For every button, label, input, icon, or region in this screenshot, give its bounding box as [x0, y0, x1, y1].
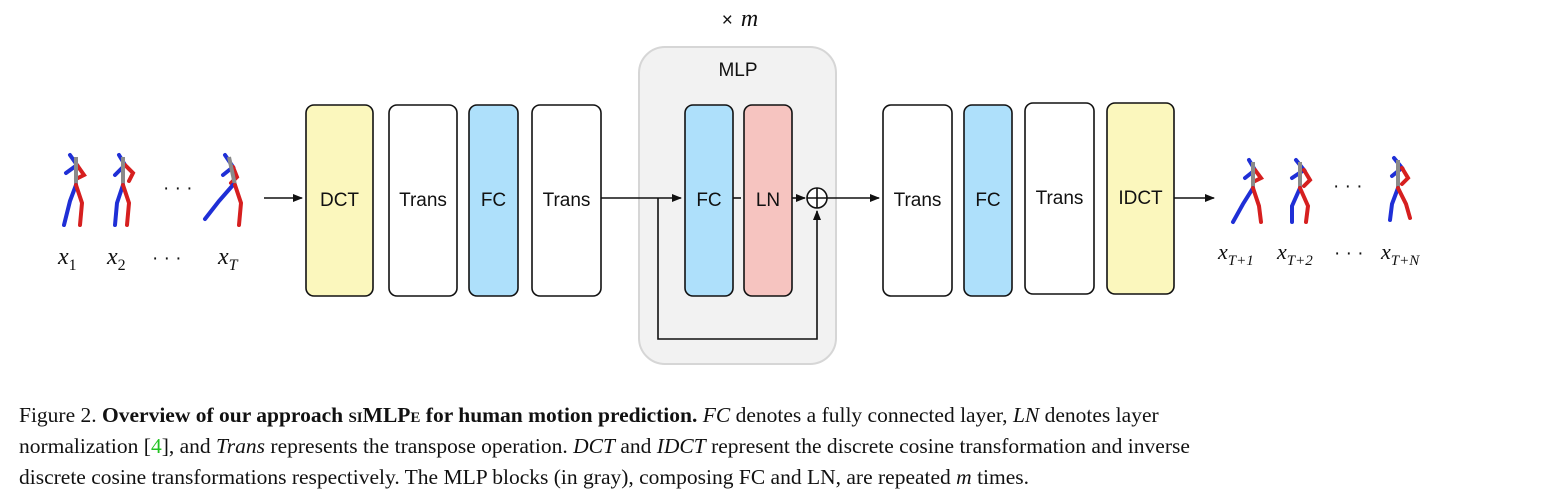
trans-label-4: Trans — [1036, 188, 1084, 209]
output-pose-2 — [1290, 158, 1313, 224]
mlp-group-label: MLP — [718, 60, 757, 81]
input-label-dots: · · · — [152, 248, 182, 269]
trans-label-3: Trans — [894, 190, 942, 211]
mlp-fc-block — [684, 104, 734, 297]
term-dct: DCT — [573, 434, 615, 458]
caption-title: Overview of our approach siMLPe for huma… — [102, 403, 698, 427]
mlp-ln-label: LN — [756, 190, 780, 211]
term-ln: LN — [1012, 403, 1040, 427]
trans-description: represents the transpose operation. — [270, 434, 568, 458]
fc-label-1: FC — [481, 190, 506, 211]
trans-label-1: Trans — [399, 190, 447, 211]
input-pose-2 — [113, 153, 136, 227]
after-citation: ], and — [161, 434, 211, 458]
term-trans: Trans — [216, 434, 266, 458]
and-word: and — [620, 434, 652, 458]
caption-line-3: discrete cosine transformations respecti… — [19, 465, 951, 489]
trans-block-3 — [882, 104, 953, 297]
dct-label: DCT — [320, 190, 359, 211]
variable-m: m — [956, 465, 972, 489]
repeat-variable: m — [741, 6, 758, 32]
skip-connection-line — [657, 198, 821, 340]
fc-description: denotes a fully connected layer, — [735, 403, 1008, 427]
mlp-group-box — [638, 46, 837, 365]
output-label-TN: xT+N — [1380, 239, 1420, 269]
dct-block — [305, 104, 374, 297]
citation-link[interactable]: 4 — [150, 434, 162, 458]
fc-block-1 — [468, 104, 519, 297]
input-label-xT: xT — [217, 244, 239, 274]
trans-block-2 — [531, 104, 602, 297]
term-idct: IDCT — [656, 434, 706, 458]
residual-add-icon — [806, 187, 828, 209]
repeat-label: × m — [722, 6, 758, 32]
output-label-dots: · · · — [1334, 243, 1364, 264]
architecture-diagram: × m MLP · · · x1 x2 · · · xT DCT Trans F… — [57, 6, 1420, 365]
input-pose-T — [203, 153, 244, 227]
input-pose-dots: · · · — [163, 178, 193, 199]
input-pose-1 — [62, 153, 87, 227]
output-pose-dots: · · · — [1333, 176, 1363, 197]
trans-block-1 — [388, 104, 458, 297]
term-fc: FC — [702, 403, 731, 427]
input-label-x1: x1 — [57, 244, 77, 274]
fc-label-2: FC — [975, 190, 1000, 211]
output-label-T1: xT+1 — [1217, 239, 1254, 269]
method-name: siMLPe — [348, 403, 421, 427]
trans-block-4 — [1024, 102, 1095, 295]
figure-caption: Figure 2. Overview of our approach siMLP… — [19, 400, 1549, 493]
ln-description-2: normalization [ — [19, 434, 151, 458]
mlp-ln-block — [743, 104, 793, 297]
mlp-fc-label: FC — [696, 190, 721, 211]
trans-label-2: Trans — [543, 190, 591, 211]
ln-description: denotes layer — [1044, 403, 1159, 427]
output-pose-1 — [1231, 158, 1265, 224]
output-label-T2: xT+2 — [1276, 239, 1313, 269]
times-word: times. — [977, 465, 1030, 489]
output-pose-N — [1388, 156, 1412, 222]
figure-number: Figure 2. — [19, 403, 97, 427]
fc-block-2 — [963, 104, 1013, 297]
idct-label: IDCT — [1118, 188, 1163, 209]
input-label-x2: x2 — [106, 244, 126, 274]
times-symbol: × — [722, 10, 733, 31]
dct-description: represent the discrete cosine transforma… — [711, 434, 1190, 458]
